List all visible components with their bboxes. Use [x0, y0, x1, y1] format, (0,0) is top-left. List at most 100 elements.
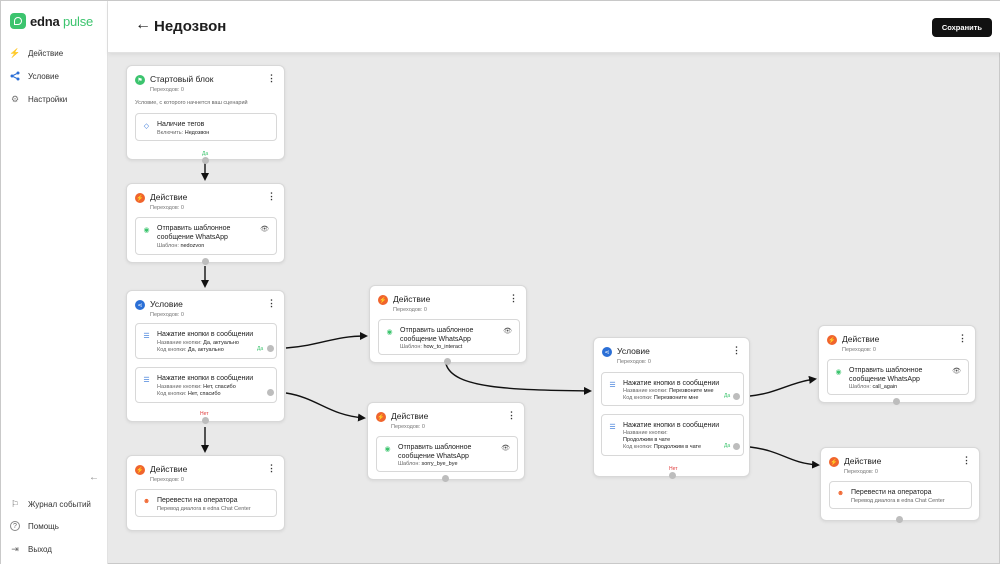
back-arrow-icon[interactable]: ← — [135, 16, 151, 33]
block-transitions: Переходов: 0 — [150, 477, 184, 483]
kebab-menu-icon[interactable]: ⋮ — [267, 73, 276, 83]
logout-icon: ⇥ — [11, 543, 19, 554]
item-detail-value: sorry_bye_bye — [421, 461, 458, 467]
block-header: ⚡ Действие Переходов: 0 — [376, 411, 428, 430]
tag-icon: ◇ — [143, 122, 150, 130]
block-header: ⋖ Условие Переходов: 0 — [135, 299, 184, 318]
kebab-menu-icon[interactable]: ⋮ — [509, 293, 518, 303]
sidebar-item-label: Выход — [28, 544, 52, 554]
bolt-icon: ⚡ — [827, 335, 837, 345]
eye-icon[interactable]: 👁 — [260, 226, 269, 233]
output-port[interactable] — [442, 475, 449, 482]
branch-icon: ⋖ — [602, 347, 612, 357]
kebab-menu-icon[interactable]: ⋮ — [732, 345, 741, 355]
kebab-menu-icon[interactable]: ⋮ — [962, 455, 971, 465]
save-button[interactable]: Сохранить — [931, 18, 992, 37]
output-port-yes-2[interactable] — [733, 443, 740, 450]
block-title: Действие — [150, 464, 188, 474]
kebab-menu-icon[interactable]: ⋮ — [267, 298, 276, 308]
block-transitions: Переходов: 0 — [150, 205, 184, 211]
item-detail-2: Код кнопки: Нет, спасибо — [157, 391, 221, 398]
item-detail-label: Включить: — [157, 130, 185, 136]
condition-item-button-yes[interactable]: ☰ Нажатие кнопки в сообщении Название кн… — [135, 323, 277, 359]
item-detail-2: Код кнопки: Да, актуально — [157, 347, 224, 354]
eye-icon[interactable]: 👁 — [952, 368, 961, 375]
sidebar-item-settings[interactable]: ⚙ Настройки — [10, 94, 67, 104]
header: ← Недозвон Сохранить — [108, 1, 1000, 53]
action-block-operator-2[interactable]: ⚡ Действие Переходов: 0 ⋮ ☻ Перевести на… — [820, 447, 980, 523]
scenario-canvas[interactable]: ⚑ Стартовый блок Переходов: 0 ⋮ Условие,… — [108, 53, 1000, 564]
block-description: Условие, с которого начнется ваш сценари… — [135, 100, 248, 106]
sidebar-item-label: Помощь — [28, 521, 59, 531]
gear-icon: ⚙ — [10, 93, 20, 104]
item-detail-1: Название кнопки: Перезвоните мне — [623, 388, 714, 395]
action-block-send-call-again[interactable]: ⚡ Действие Переходов: 0 ⋮ ◉ Отправить ша… — [818, 325, 976, 405]
kebab-menu-icon[interactable]: ⋮ — [267, 463, 276, 473]
link-cond2-yes-action4 — [749, 375, 817, 397]
item-title-line2: сообщение WhatsApp — [400, 336, 471, 343]
bolt-icon: ⚡ — [9, 47, 21, 58]
collapse-sidebar-icon[interactable]: ← — [89, 472, 99, 483]
eye-icon[interactable]: 👁 — [503, 328, 512, 335]
item-detail-label: Шаблон: — [400, 344, 424, 350]
logo[interactable]: edna pulse — [10, 13, 93, 29]
sidebar-item-label: Журнал событий — [28, 499, 91, 509]
output-port[interactable] — [896, 516, 903, 523]
kebab-menu-icon[interactable]: ⋮ — [507, 410, 516, 420]
kebab-menu-icon[interactable]: ⋮ — [958, 333, 967, 343]
item-detail-value: Нет, спасибо — [203, 384, 236, 390]
action-item-operator[interactable]: ☻ Перевести на оператора Перевод диалога… — [829, 481, 972, 509]
sidebar-item-event-log[interactable]: ⚐ Журнал событий — [10, 499, 91, 509]
condition-item-button-call-me[interactable]: ☰ Нажатие кнопки в сообщении Название кн… — [601, 372, 744, 406]
item-detail-value: Перезвоните мне — [653, 395, 699, 401]
condition-block-2[interactable]: ⋖ Условие Переходов: 0 ⋮ ☰ Нажатие кнопк… — [593, 337, 750, 479]
start-block[interactable]: ⚑ Стартовый блок Переходов: 0 ⋮ Условие,… — [126, 65, 285, 164]
action-item-operator[interactable]: ☻ Перевести на оператора Перевод диалога… — [135, 489, 277, 517]
sidebar-item-condition[interactable]: Условие — [10, 71, 59, 81]
block-transitions: Переходов: 0 — [842, 347, 876, 353]
item-detail: Перевод диалога в edna Chat Center — [851, 498, 945, 504]
kebab-menu-icon[interactable]: ⋮ — [267, 191, 276, 201]
condition-block-1[interactable]: ⋖ Условие Переходов: 0 ⋮ ☰ Нажатие кнопк… — [126, 290, 285, 424]
action-block-send-sorry-bye-bye[interactable]: ⚡ Действие Переходов: 0 ⋮ ◉ Отправить ша… — [367, 402, 525, 482]
block-title: Действие — [150, 192, 188, 202]
block-header: ⚡ Действие Переходов: 0 — [827, 334, 879, 353]
sidebar-item-help[interactable]: ? Помощь — [10, 521, 59, 531]
output-port[interactable] — [202, 258, 209, 265]
item-detail: Шаблон: how_to_interact — [400, 344, 462, 351]
output-port[interactable] — [444, 358, 451, 365]
item-detail-value: Нет, спасибо — [187, 391, 221, 397]
branch-icon: ⋖ — [135, 300, 145, 310]
sidebar-item-logout[interactable]: ⇥ Выход — [10, 544, 52, 554]
output-port[interactable] — [202, 157, 209, 164]
output-port-else[interactable] — [202, 417, 209, 424]
block-title: Условие — [617, 346, 650, 356]
condition-item-tags[interactable]: ◇ Наличие тегов Включить: Недозвон — [135, 113, 277, 141]
output-port[interactable] — [893, 398, 900, 405]
item-detail-value: Перезвоните мне — [669, 388, 714, 394]
item-title: Наличие тегов — [157, 121, 205, 128]
item-title-line1: Отправить шаблонное — [157, 225, 231, 232]
block-header: ⚑ Стартовый блок Переходов: 0 — [135, 74, 213, 93]
condition-item-button-continue-chat[interactable]: ☰ Нажатие кнопки в сообщении Название кн… — [601, 414, 744, 456]
eye-icon[interactable]: 👁 — [501, 445, 510, 452]
item-detail-value: Продолжим в чате — [623, 437, 671, 443]
output-port-no[interactable] — [267, 389, 274, 396]
action-block-operator-1[interactable]: ⚡ Действие Переходов: 0 ⋮ ☻ Перевести на… — [126, 455, 285, 531]
action-block-send-how-to-interact[interactable]: ⚡ Действие Переходов: 0 ⋮ ◉ Отправить ша… — [369, 285, 527, 365]
action-block-send-nedozvon[interactable]: ⚡ Действие Переходов: 0 ⋮ ◉ Отправить ша… — [126, 183, 285, 265]
condition-item-button-no[interactable]: ☰ Нажатие кнопки в сообщении Название кн… — [135, 367, 277, 403]
sidebar-item-action[interactable]: ⚡ Действие — [9, 47, 63, 58]
block-title: Действие — [842, 334, 880, 344]
output-port-yes[interactable] — [733, 393, 740, 400]
block-header: ⚡ Действие Переходов: 0 — [135, 192, 187, 211]
output-port-else[interactable] — [669, 472, 676, 479]
item-detail-label: Название кнопки: — [623, 388, 670, 394]
output-port-yes[interactable] — [267, 345, 274, 352]
block-transitions: Переходов: 0 — [844, 469, 878, 475]
